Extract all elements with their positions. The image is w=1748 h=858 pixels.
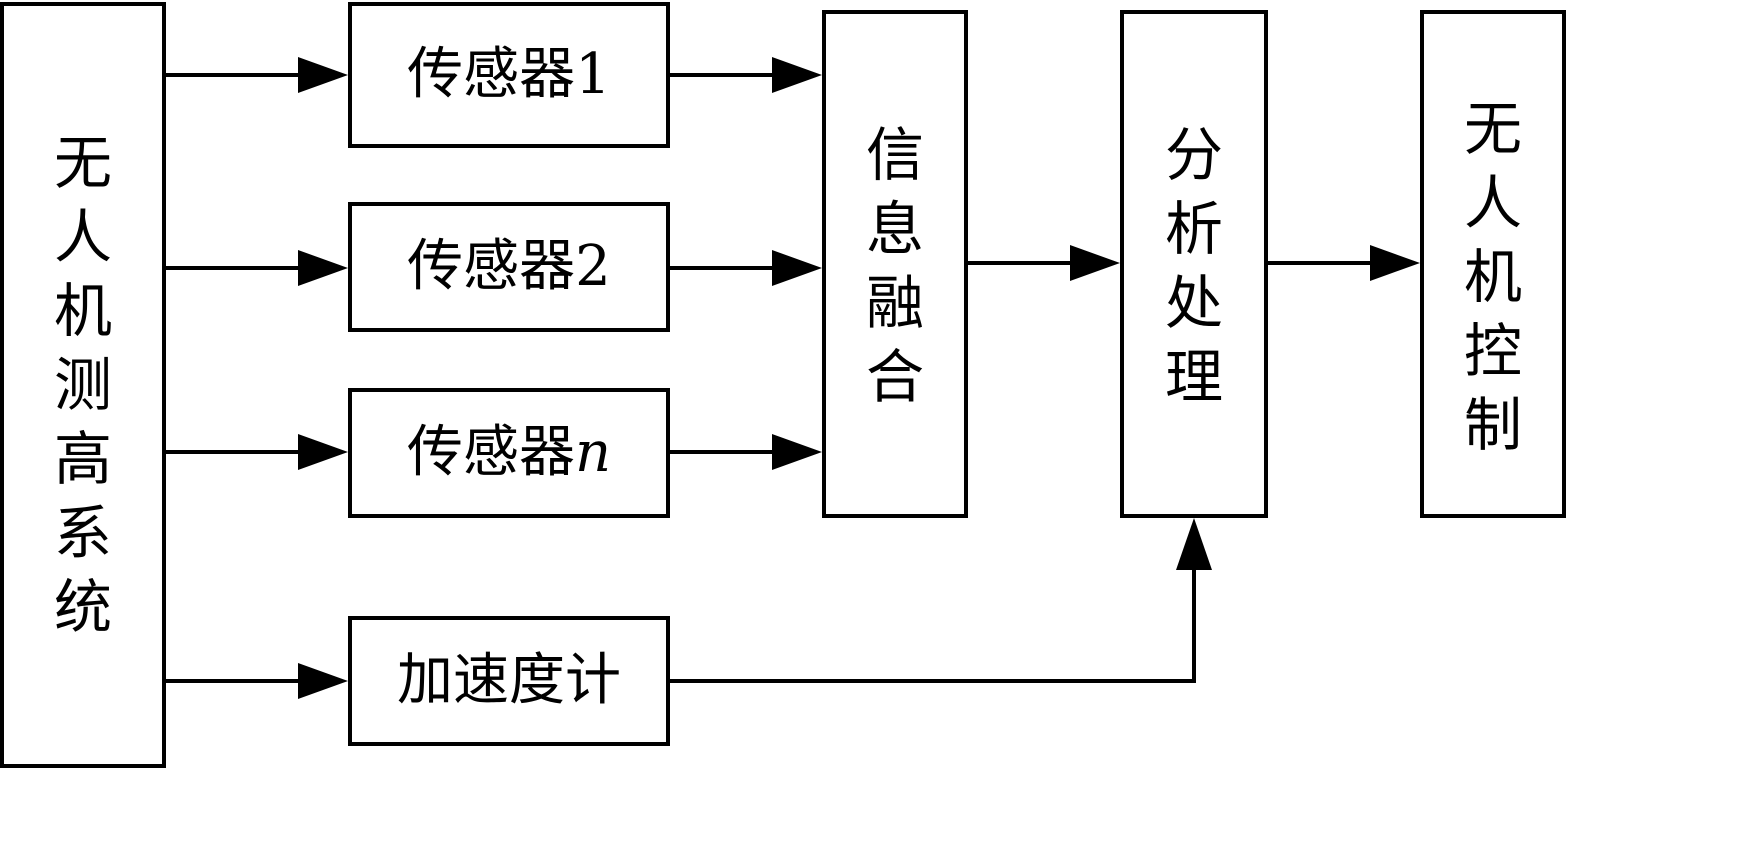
- sensor-n-index: n: [574, 420, 612, 485]
- fusion-box-char: 融: [865, 269, 924, 337]
- system-box-char: 高: [53, 425, 112, 493]
- arrowhead-fusion-in-1: [772, 57, 822, 93]
- control-box-char: 控: [1463, 317, 1522, 385]
- analysis-box-char: 处: [1164, 269, 1223, 337]
- analysis-box-char: 分: [1164, 121, 1223, 189]
- sensor-2-label: 传感器2: [407, 239, 611, 295]
- fusion-box-char: 合: [865, 343, 924, 411]
- fusion-box-char: 信: [865, 121, 924, 189]
- analysis-box-char: 理: [1164, 343, 1223, 411]
- sensor-n-box: 传感器n: [348, 388, 670, 518]
- system-box-char: 测: [53, 351, 112, 419]
- control-box-char: 无: [1463, 95, 1522, 163]
- control-box-char: 人: [1463, 169, 1522, 237]
- system-box-char: 无: [53, 129, 112, 197]
- sensor-2-number: 2: [575, 234, 611, 299]
- accelerometer-label: 加速度计: [397, 648, 621, 713]
- control-box-char: 机: [1463, 243, 1522, 311]
- system-box-char: 人: [53, 203, 112, 271]
- arrowhead-fusion-in-n: [772, 434, 822, 470]
- sensor-1-text: 传感器: [407, 42, 576, 107]
- sensor-2-box: 传感器2: [348, 202, 670, 332]
- arrow-accelerometer-to-analysis: [670, 564, 1196, 683]
- sensor-2-text: 传感器: [407, 234, 576, 299]
- control-box: 无 人 机 控 制: [1420, 10, 1566, 518]
- system-box-char: 机: [53, 277, 112, 345]
- arrowhead-sensor-n-in: [298, 434, 348, 470]
- analysis-box-char: 析: [1164, 195, 1223, 263]
- arrowhead-sensor-2-in: [298, 250, 348, 286]
- accelerometer-box: 加速度计: [348, 616, 670, 746]
- fusion-box: 信 息 融 合: [822, 10, 968, 518]
- sensor-n-text: 传感器: [406, 420, 575, 485]
- system-box: 无 人 机 测 高 系 统: [0, 2, 166, 768]
- sensor-1-label: 传感器1: [407, 47, 611, 103]
- arrowhead-analysis-in: [1070, 245, 1120, 281]
- arrowhead-analysis-from-accelerometer: [1176, 518, 1212, 570]
- sensor-n-label: 传感器n: [407, 425, 611, 481]
- arrowhead-sensor-1-in: [298, 57, 348, 93]
- system-box-char: 系: [53, 499, 112, 567]
- sensor-1-box: 传感器1: [348, 2, 670, 148]
- control-box-char: 制: [1463, 391, 1522, 459]
- sensor-1-number: 1: [575, 42, 611, 107]
- system-box-char: 统: [53, 573, 112, 641]
- arrowhead-accelerometer-in: [298, 663, 348, 699]
- arrowhead-control-in: [1370, 245, 1420, 281]
- analysis-box: 分 析 处 理: [1120, 10, 1268, 518]
- arrowhead-fusion-in-2: [772, 250, 822, 286]
- fusion-box-char: 息: [865, 195, 924, 263]
